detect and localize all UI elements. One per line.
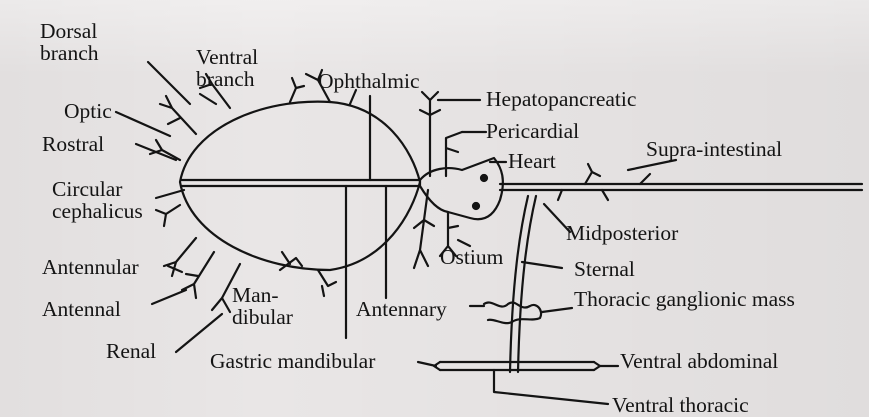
- leader-ventral: [200, 94, 216, 104]
- sternal-vessel-2: [518, 196, 536, 372]
- label-antennular: Antennular: [42, 256, 139, 278]
- label-ventral-branch: Ventral branch: [196, 46, 306, 90]
- label-renal: Renal: [106, 340, 156, 362]
- label-antennary: Antennary: [356, 298, 447, 320]
- label-ophthalmic: Ophthalmic: [318, 70, 420, 92]
- leader-tgm: [542, 308, 572, 312]
- leader-renal: [176, 314, 222, 352]
- label-supra-intestinal: Supra-intestinal: [646, 138, 782, 160]
- label-heart: Heart: [508, 150, 556, 172]
- label-optic: Optic: [64, 100, 112, 122]
- heart-shape: [420, 158, 503, 219]
- leader-gastric-mandibular: [418, 362, 436, 366]
- label-pericardial: Pericardial: [486, 120, 579, 142]
- label-sternal: Sternal: [574, 258, 635, 280]
- label-ostium: Ostium: [440, 246, 503, 268]
- label-ventral-thoracic: Ventral thoracic: [612, 394, 749, 416]
- label-dorsal-branch: Dorsal branch: [40, 20, 150, 64]
- label-thoracic-ganglionic-mass: Thoracic ganglionic mass: [574, 288, 834, 310]
- label-midposterior: Midposterior: [566, 222, 678, 244]
- label-antennal: Antennal: [42, 298, 121, 320]
- antennal-branch: [182, 252, 214, 298]
- leader-antennal: [152, 290, 186, 304]
- ventral-thoracic-leader: [494, 370, 608, 404]
- label-mandibular: Man- dibular: [232, 284, 324, 328]
- label-rostral: Rostral: [42, 133, 104, 155]
- leader-sternal: [522, 262, 562, 268]
- heart-ostium-lower: [473, 203, 479, 209]
- hepatopancreatic-lower: [414, 190, 428, 268]
- leader-optic: [116, 112, 170, 136]
- leader-supra: [628, 160, 676, 170]
- optic-branch: [160, 96, 196, 134]
- leader-dorsal: [148, 62, 190, 104]
- label-hepatopancreatic: Hepatopancreatic: [486, 88, 636, 110]
- leader-rostral: [136, 144, 176, 160]
- label-ventral-abdominal: Ventral abdominal: [620, 350, 778, 372]
- label-circular-cephalicus: Circular cephalicus: [52, 178, 162, 222]
- heart-ostium-upper: [481, 175, 487, 181]
- label-gastric-mandibular: Gastric mandibular: [210, 350, 375, 372]
- rostral-branch: [150, 140, 180, 160]
